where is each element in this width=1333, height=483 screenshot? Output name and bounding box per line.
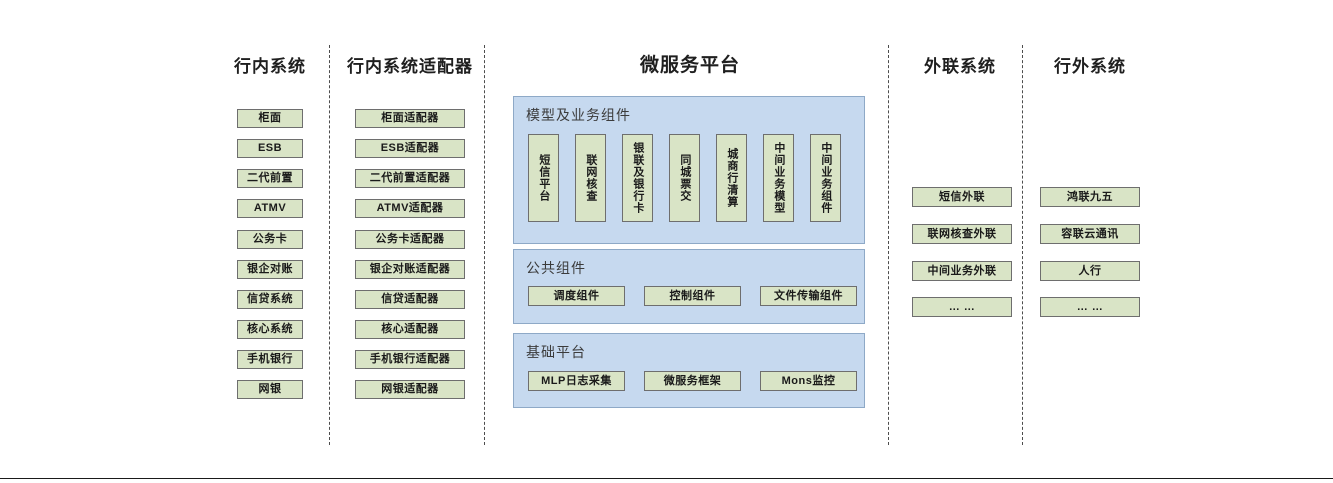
- divider-1: [329, 45, 330, 445]
- node-in-bank-adapter-8[interactable]: 核心适配器: [355, 320, 465, 339]
- node-model-component-1[interactable]: 短信平台: [528, 134, 559, 222]
- bottom-separator-rule: [0, 478, 1333, 479]
- divider-2: [484, 45, 485, 445]
- node-model-component-2[interactable]: 联网核查: [575, 134, 606, 222]
- column-title-in-bank-systems: 行内系统: [234, 57, 306, 76]
- node-in-bank-adapter-5[interactable]: 公务卡适配器: [355, 230, 465, 249]
- node-in-bank-adapter-3[interactable]: 二代前置适配器: [355, 169, 465, 188]
- node-in-bank-adapter-9[interactable]: 手机银行适配器: [355, 350, 465, 369]
- node-in-bank-system-1[interactable]: 柜面: [237, 109, 303, 128]
- node-external-link-1[interactable]: 短信外联: [912, 187, 1012, 207]
- node-public-component-2[interactable]: 控制组件: [644, 286, 741, 306]
- node-in-bank-system-3[interactable]: 二代前置: [237, 169, 303, 188]
- panel-base-platform: 基础平台: [513, 333, 865, 408]
- node-in-bank-system-6[interactable]: 银企对账: [237, 260, 303, 279]
- column-title-external-link-systems: 外联系统: [924, 57, 996, 76]
- node-in-bank-adapter-2[interactable]: ESB适配器: [355, 139, 465, 158]
- divider-3: [888, 45, 889, 445]
- node-model-component-7[interactable]: 中间业务组件: [810, 134, 841, 222]
- node-in-bank-adapter-10[interactable]: 网银适配器: [355, 380, 465, 399]
- node-public-component-1[interactable]: 调度组件: [528, 286, 625, 306]
- panel-title-model-business-components: 模型及业务组件: [526, 107, 631, 123]
- column-title-in-bank-adapters: 行内系统适配器: [347, 57, 473, 76]
- node-out-of-bank-1[interactable]: 鸿联九五: [1040, 187, 1140, 207]
- node-in-bank-adapter-6[interactable]: 银企对账适配器: [355, 260, 465, 279]
- divider-4: [1022, 45, 1023, 445]
- panel-title-public-components: 公共组件: [526, 260, 586, 276]
- node-in-bank-system-9[interactable]: 手机银行: [237, 350, 303, 369]
- node-out-of-bank-3[interactable]: 人行: [1040, 261, 1140, 281]
- node-in-bank-system-2[interactable]: ESB: [237, 139, 303, 158]
- node-out-of-bank-2[interactable]: 容联云通讯: [1040, 224, 1140, 244]
- node-base-platform-2[interactable]: 微服务框架: [644, 371, 741, 391]
- node-in-bank-system-8[interactable]: 核心系统: [237, 320, 303, 339]
- node-model-component-5[interactable]: 城商行清算: [716, 134, 747, 222]
- node-model-component-3[interactable]: 银联及银行卡: [622, 134, 653, 222]
- node-model-component-6[interactable]: 中间业务模型: [763, 134, 794, 222]
- panel-title-base-platform: 基础平台: [526, 344, 586, 360]
- node-external-link-3[interactable]: 中间业务外联: [912, 261, 1012, 281]
- node-external-link-4[interactable]: … …: [912, 297, 1012, 317]
- node-in-bank-adapter-1[interactable]: 柜面适配器: [355, 109, 465, 128]
- node-base-platform-1[interactable]: MLP日志采集: [528, 371, 625, 391]
- column-title-microservice-platform: 微服务平台: [639, 55, 740, 76]
- node-in-bank-system-7[interactable]: 信贷系统: [237, 290, 303, 309]
- node-out-of-bank-4[interactable]: … …: [1040, 297, 1140, 317]
- node-in-bank-adapter-4[interactable]: ATMV适配器: [355, 199, 465, 218]
- node-model-component-4[interactable]: 同城票交: [669, 134, 700, 222]
- node-in-bank-adapter-7[interactable]: 信贷适配器: [355, 290, 465, 309]
- node-in-bank-system-5[interactable]: 公务卡: [237, 230, 303, 249]
- node-base-platform-3[interactable]: Mons监控: [760, 371, 857, 391]
- node-in-bank-system-10[interactable]: 网银: [237, 380, 303, 399]
- node-public-component-3[interactable]: 文件传输组件: [760, 286, 857, 306]
- node-in-bank-system-4[interactable]: ATMV: [237, 199, 303, 218]
- column-title-out-of-bank-systems: 行外系统: [1054, 57, 1126, 76]
- node-external-link-2[interactable]: 联网核查外联: [912, 224, 1012, 244]
